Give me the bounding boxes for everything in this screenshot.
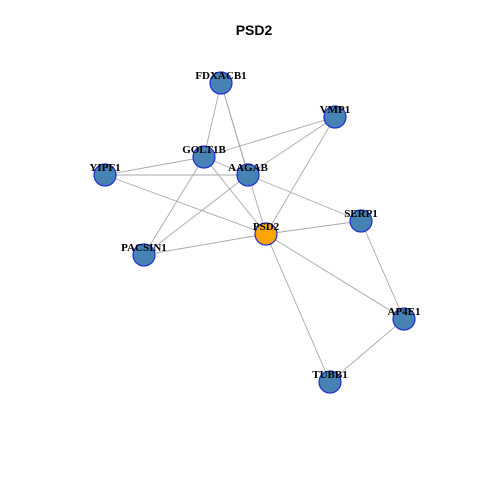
- edge-golt1b-psd2: [203, 156, 267, 235]
- node-label-aagab: AAGAB: [228, 162, 268, 174]
- edge-vmp1-aagab: [247, 116, 336, 176]
- edge-aagab-pacsin1: [143, 174, 249, 256]
- node-psd2: [254, 222, 278, 246]
- edge-pacsin1-psd2: [143, 233, 267, 256]
- edge-ap4e1-psd2: [265, 233, 405, 320]
- edge-serp1-psd2: [265, 220, 362, 235]
- node-label-pacsin1: PACSIN1: [121, 242, 167, 254]
- graph-title: PSD2: [236, 22, 273, 38]
- node-ap4e1: [392, 307, 416, 331]
- edge-aagab-serp1: [247, 174, 362, 222]
- node-golt1b: [192, 145, 216, 169]
- node-label-serp1: SERP1: [344, 208, 378, 220]
- node-label-fdxacb1: FDXACB1: [195, 70, 246, 82]
- edge-vmp1-psd2: [265, 116, 336, 235]
- node-label-tubb1: TUBB1: [312, 369, 347, 381]
- node-tubb1: [318, 370, 342, 394]
- edge-yipf1-golt1b: [104, 156, 205, 176]
- edges-layer: [104, 82, 405, 383]
- node-pacsin1: [132, 243, 156, 267]
- node-fdxacb1: [209, 71, 233, 95]
- node-label-vmp1: VMP1: [320, 104, 351, 116]
- nodes-layer: [93, 71, 416, 394]
- node-label-psd2: PSD2: [253, 221, 280, 233]
- node-label-golt1b: GOLT1B: [182, 144, 226, 156]
- edge-fdxacb1-psd2: [220, 82, 267, 235]
- edge-fdxacb1-golt1b: [203, 82, 222, 158]
- node-label-ap4e1: AP4E1: [388, 306, 421, 318]
- node-vmp1: [323, 105, 347, 129]
- edge-serp1-ap4e1: [360, 220, 405, 320]
- node-label-yipf1: YIPF1: [89, 162, 120, 174]
- node-serp1: [349, 209, 373, 233]
- edge-ap4e1-tubb1: [329, 318, 405, 383]
- edge-vmp1-golt1b: [203, 116, 336, 158]
- edge-tubb1-psd2: [265, 233, 331, 383]
- edge-yipf1-psd2: [104, 174, 267, 235]
- node-aagab: [236, 163, 260, 187]
- edge-golt1b-pacsin1: [143, 156, 205, 256]
- node-yipf1: [93, 163, 117, 187]
